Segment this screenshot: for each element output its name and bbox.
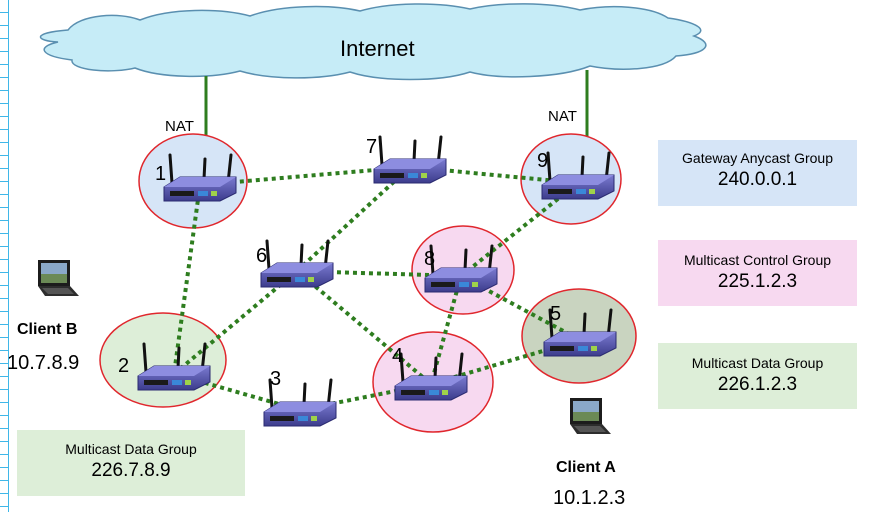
client-b-ip: 10.7.8.9 bbox=[7, 352, 80, 374]
node-label-1: 1 bbox=[155, 163, 167, 185]
node-label-4: 4 bbox=[392, 345, 404, 367]
router-7 bbox=[372, 135, 448, 185]
node-label-8: 8 bbox=[424, 248, 436, 270]
data-group-left-title: Multicast Data Group bbox=[65, 441, 197, 457]
data-group-right-label: Multicast Data Group 226.1.2.3 bbox=[658, 355, 857, 396]
slide-ruler bbox=[0, 0, 9, 512]
node-label-7: 7 bbox=[366, 136, 378, 158]
internet-cloud bbox=[39, 3, 707, 81]
data-group-right-address: 226.1.2.3 bbox=[717, 374, 798, 395]
node-label-2: 2 bbox=[118, 355, 130, 377]
link-2-6 bbox=[172, 269, 299, 376]
link-2-3 bbox=[173, 372, 301, 412]
link-8-9 bbox=[459, 181, 580, 278]
anycast-group-title: Gateway Anycast Group bbox=[682, 150, 833, 166]
link-8-4 bbox=[429, 275, 463, 385]
control-group-address: 225.1.2.3 bbox=[717, 271, 798, 292]
link-8-5 bbox=[460, 274, 581, 342]
anycast-group-label: Gateway Anycast Group 240.0.0.1 bbox=[658, 150, 857, 191]
data-group-right-box bbox=[658, 343, 857, 409]
internet-label: Internet bbox=[340, 36, 415, 61]
node-label-9: 9 bbox=[537, 150, 549, 172]
node-label-3: 3 bbox=[270, 368, 282, 390]
nat-label-left: NAT bbox=[165, 118, 194, 135]
node-label-6: 6 bbox=[256, 245, 268, 267]
control-group-label: Multicast Control Group 225.1.2.3 bbox=[658, 252, 857, 293]
client-a-ip: 10.1.2.3 bbox=[553, 487, 626, 509]
client-b-laptop bbox=[38, 260, 79, 296]
node-label-5: 5 bbox=[550, 303, 562, 325]
client-a-name: Client A bbox=[556, 459, 616, 476]
client-b-name: Client B bbox=[17, 321, 78, 338]
control-group-title: Multicast Control Group bbox=[683, 252, 832, 268]
client-a-laptop bbox=[570, 398, 611, 434]
data-group-left-address: 226.7.8.9 bbox=[91, 460, 171, 481]
data-group-left-box bbox=[17, 430, 245, 496]
data-group-right-title: Multicast Data Group bbox=[691, 355, 824, 371]
nat-label-right: NAT bbox=[548, 108, 577, 125]
link-3-4 bbox=[299, 382, 432, 412]
data-group-left-label: Multicast Data Group 226.7.8.9 bbox=[17, 441, 245, 482]
anycast-group-box bbox=[658, 140, 857, 206]
control-group-box bbox=[658, 240, 857, 306]
link-6-4 bbox=[295, 269, 433, 386]
link-6-7 bbox=[295, 165, 412, 273]
anycast-group-address: 240.0.0.1 bbox=[717, 169, 798, 190]
